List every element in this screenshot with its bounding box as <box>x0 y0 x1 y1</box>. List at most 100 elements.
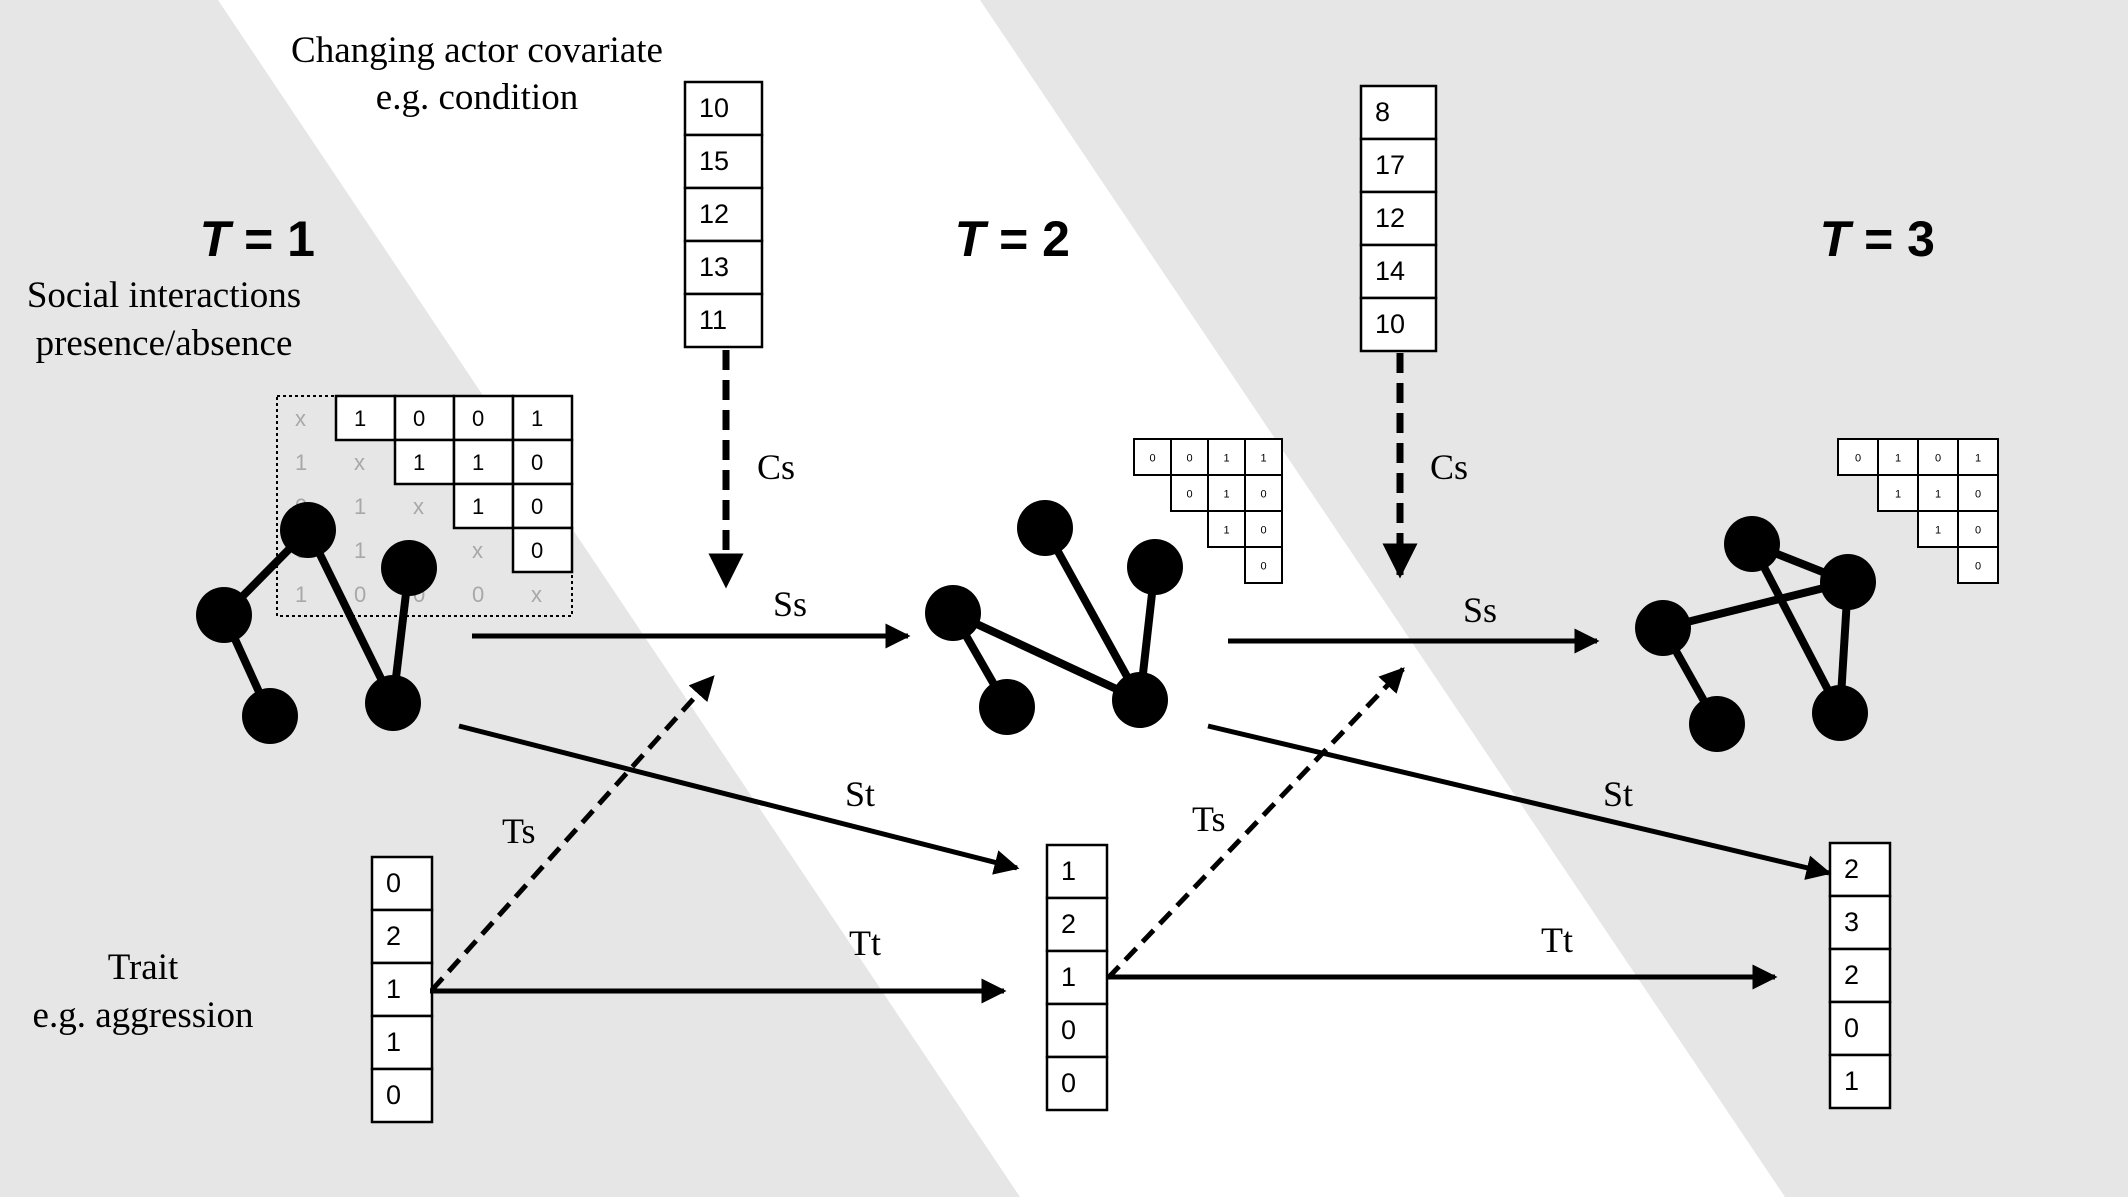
matrix-cell-value: 1 <box>354 406 366 431</box>
matrix-cell <box>1957 474 1999 512</box>
matrix-cell-value: 1 <box>1223 452 1229 464</box>
trait-label-line1: Trait <box>108 947 179 988</box>
matrix-cell-value: 1 <box>1935 488 1941 500</box>
ts-arrow-t2 <box>1106 667 1405 980</box>
network-node <box>1635 600 1691 656</box>
matrix-cell-value: 0 <box>413 406 425 431</box>
vector-cell <box>683 239 764 296</box>
vector-cell-value: 2 <box>1844 960 1859 990</box>
matrix-cell <box>511 482 574 530</box>
cs-label-t2: Cs <box>1430 447 1468 487</box>
network-node <box>280 502 336 558</box>
vector-cell-value: 12 <box>1375 203 1405 233</box>
matrix-cell <box>1917 510 1959 548</box>
network-graph-t2 <box>925 500 1183 735</box>
vector-cell <box>370 961 434 1018</box>
matrix-cell-value: 1 <box>1895 488 1901 500</box>
matrix-cell-value: x <box>472 538 483 563</box>
matrix-cell <box>1957 510 1999 548</box>
vector-cell-value: 14 <box>1375 256 1405 286</box>
matrix-cell <box>1837 438 1879 476</box>
vector-cell-value: 10 <box>1375 309 1405 339</box>
matrix-cell-value: 1 <box>472 450 484 475</box>
matrix-cell <box>1244 546 1283 584</box>
network-edge <box>304 528 397 705</box>
vector-cell-value: 1 <box>1061 962 1076 992</box>
network-node <box>242 688 298 744</box>
matrix-cell-value: 1 <box>1895 452 1901 464</box>
matrix-cell <box>334 394 397 442</box>
matrix-cell-value: 0 <box>1186 488 1192 500</box>
vector-cell <box>1359 137 1438 194</box>
network-node <box>381 540 437 596</box>
matrix-cell-value: 0 <box>472 582 484 607</box>
vector-cell <box>1359 296 1438 353</box>
network-node <box>1689 696 1745 752</box>
matrix-cell-value: 1 <box>354 494 366 519</box>
vector-cell <box>1828 947 1892 1004</box>
vector-cell <box>1359 243 1438 300</box>
st-label-t1: St <box>845 774 875 814</box>
cs-label-t1: Cs <box>757 447 795 487</box>
time-label-t2: T = 2 <box>955 211 1070 267</box>
time-label-t3: T = 3 <box>1820 211 1935 267</box>
matrix-cell-value: 0 <box>1260 488 1266 500</box>
matrix-cell-value: 0 <box>354 582 366 607</box>
matrix-cell-value: 0 <box>1975 560 1981 572</box>
vector-cell <box>1828 841 1892 898</box>
vector-cell-value: 15 <box>699 146 729 176</box>
matrix-cell-value: 0 <box>531 538 543 563</box>
trait-label-line2: e.g. aggression <box>33 995 254 1036</box>
matrix-cell-value: 1 <box>1975 452 1981 464</box>
matrix-cell <box>452 482 515 530</box>
vector-cell <box>370 1067 434 1124</box>
vector-cell-value: 8 <box>1375 97 1390 127</box>
matrix-cell-value: x <box>354 450 365 475</box>
vector-cell-value: 10 <box>699 93 729 123</box>
matrix-cell-value: 1 <box>295 582 307 607</box>
network-edge <box>1662 578 1849 632</box>
vector-cell-value: 13 <box>699 252 729 282</box>
network-edge <box>1041 526 1144 702</box>
vector-cell <box>1828 1053 1892 1110</box>
matrix-cell-value: 0 <box>531 494 543 519</box>
vector-cell-value: 1 <box>386 974 401 1004</box>
st-arrow-t1 <box>458 723 1020 875</box>
vector-cell <box>683 186 764 243</box>
effect-arrows <box>430 350 1832 1004</box>
vector-cell <box>1045 1002 1109 1059</box>
vector-cell-value: 2 <box>386 921 401 951</box>
vector-cell-value: 12 <box>699 199 729 229</box>
covariate-label-line1: Changing actor covariate <box>291 30 663 71</box>
vector-cell <box>1828 1000 1892 1057</box>
vector-cell <box>683 80 764 137</box>
vector-cell-value: 0 <box>386 1080 401 1110</box>
network-graph-t1 <box>196 502 437 744</box>
matrix-cell-value: 0 <box>1975 488 1981 500</box>
vector-cell <box>1828 894 1892 951</box>
ss-label-t1: Ss <box>773 584 807 624</box>
matrix-cell-value: 0 <box>1260 560 1266 572</box>
vector-cell-value: 0 <box>1061 1015 1076 1045</box>
matrix-cell <box>1957 546 1999 584</box>
vector-cell <box>683 292 764 349</box>
vector-cell <box>370 908 434 965</box>
ss-label-t2: Ss <box>1463 590 1497 630</box>
matrix-cell <box>1917 438 1959 476</box>
matrix-cell <box>511 394 574 442</box>
matrix-cell-value: 0 <box>1149 452 1155 464</box>
network-node <box>196 587 252 643</box>
matrix-cell <box>1244 510 1283 548</box>
network-node <box>1820 554 1876 610</box>
network-edge <box>951 609 1142 704</box>
time-label-t1: T = 1 <box>200 211 315 267</box>
matrix-cell <box>511 526 574 574</box>
network-node <box>925 585 981 641</box>
matrix-cell-value: 1 <box>413 450 425 475</box>
